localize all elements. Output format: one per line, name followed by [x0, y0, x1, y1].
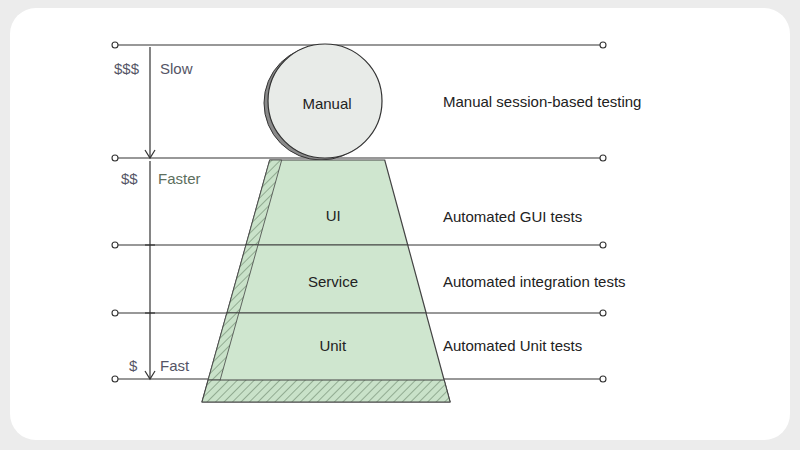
- base-hatch: [202, 380, 450, 402]
- level-description: Automated integration tests: [443, 273, 626, 290]
- cost-speed-label: Fast: [160, 357, 189, 374]
- pyramid-band: UI: [246, 160, 408, 245]
- manual-circle: Manual: [266, 42, 384, 160]
- band-side-hatch: [227, 245, 258, 313]
- level-description: Automated Unit tests: [443, 337, 582, 354]
- level-description: Manual session-based testing: [443, 93, 641, 110]
- pyramid-band: Service: [227, 245, 426, 313]
- band-shape: [202, 313, 450, 402]
- band-side-hatch: [209, 313, 240, 380]
- node-label: Unit: [319, 337, 346, 354]
- scale-arrows: [145, 47, 155, 379]
- circle-body: [268, 44, 382, 158]
- band-side-hatch: [246, 160, 282, 245]
- cost-speed-label: $: [129, 357, 137, 374]
- panel: [10, 8, 790, 440]
- band-fill: [227, 245, 426, 313]
- cost-speed-label: Faster: [158, 170, 201, 187]
- band-shape: [246, 160, 408, 245]
- level-description: Automated GUI tests: [443, 208, 582, 225]
- cost-speed-label: $$$: [114, 60, 139, 77]
- pyramid-band: Unit: [202, 313, 450, 402]
- cost-speed-label: $$: [121, 170, 138, 187]
- band-fill: [202, 313, 450, 402]
- cost-speed-label: Slow: [160, 60, 193, 77]
- node-label: Service: [308, 273, 358, 290]
- node-label: Manual: [302, 95, 351, 112]
- band-fill: [246, 160, 408, 245]
- node-label: UI: [326, 207, 341, 224]
